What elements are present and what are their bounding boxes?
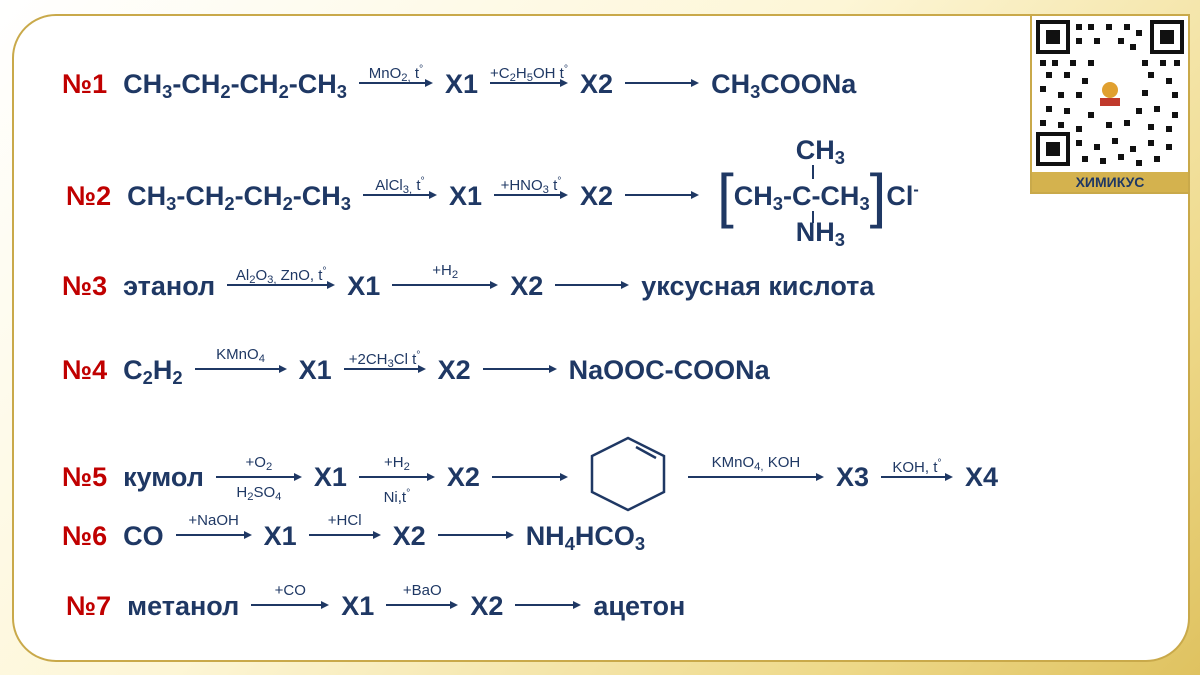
- reaction-arrow: [491, 454, 568, 502]
- reaction-arrow: +HCl: [308, 512, 381, 560]
- reaction-arrow: +BaO: [386, 582, 459, 630]
- condition: +2CH3Cl t°: [348, 349, 421, 371]
- intermediate-x1: X1: [298, 354, 332, 385]
- reactant: кумол: [123, 462, 204, 492]
- condition: MnO2, t°: [368, 63, 424, 85]
- reaction-row-5: №5 кумол +O2 H2SO4 X1 +H2 Ni,t° X2 KMnO4…: [62, 434, 998, 521]
- bracket-left: [: [717, 162, 734, 229]
- condition: +H2: [383, 453, 410, 473]
- methyl-group: CH3: [795, 134, 845, 168]
- reaction-arrow: +O2 H2SO4: [215, 453, 302, 503]
- condition: Al2O3, ZnO, t°: [235, 265, 327, 287]
- condition-below: Ni,t°: [383, 486, 411, 506]
- reaction-arrow: AlCl3, t°: [363, 172, 437, 220]
- reaction-row-2: №2 CH3-CH2-CH2-CH3 AlCl3, t° X1 +HNO3 t°…: [66, 135, 919, 249]
- intermediate-x1: X1: [347, 270, 381, 301]
- reactant: C2H2: [123, 354, 183, 388]
- reaction-row-4: №4 C2H2 KMnO4 X1 +2CH3Cl t° X2 NaOOC-COO…: [62, 346, 770, 394]
- reaction-arrow: Al2O3, ZnO, t°: [227, 262, 336, 310]
- bracket-right: ]: [869, 162, 887, 229]
- product: CH3COONa: [711, 68, 857, 102]
- product: уксусная кислота: [641, 270, 875, 301]
- intermediate-x2: X2: [510, 270, 544, 301]
- intermediate-x1: X1: [449, 180, 483, 211]
- reaction-arrow: +NaOH: [175, 512, 252, 560]
- condition: +BaO: [402, 582, 442, 599]
- intermediate-x1: X1: [341, 590, 375, 621]
- intermediate-x3: X3: [835, 462, 869, 492]
- condition: +HNO3 t°: [500, 175, 562, 197]
- row-number: №3: [62, 270, 108, 301]
- condition: +NaOH: [188, 512, 239, 529]
- reactant: метанол: [127, 590, 240, 621]
- reactant: CO: [123, 520, 164, 551]
- brand-label: ХИМИКУС: [1032, 172, 1188, 192]
- reaction-arrow: [625, 60, 700, 108]
- reactant: этанол: [123, 270, 216, 301]
- reaction-arrow: +H2 Ni,t°: [358, 453, 435, 506]
- reactant: CH3-CH2-CH2-CH3: [123, 68, 347, 102]
- product-ammonium-salt: [ CH3 CH3-C-CH3 NH3 ] Cl-: [717, 135, 919, 249]
- condition-below: H2SO4: [236, 483, 282, 503]
- amino-group: NH3: [795, 216, 845, 250]
- reaction-row-6: №6 CO +NaOH X1 +HCl X2 NH4HCO3: [62, 512, 645, 560]
- qr-code-icon: [1036, 20, 1184, 166]
- slide-card: [12, 14, 1190, 662]
- condition: KMnO4, KOH: [711, 453, 801, 473]
- condition: AlCl3, t°: [375, 175, 425, 197]
- reaction-arrow: [437, 512, 514, 560]
- product: ацетон: [593, 590, 686, 621]
- condition: KMnO4: [216, 346, 265, 366]
- qr-code[interactable]: ХИМИКУС: [1030, 14, 1190, 194]
- row-number: №2: [66, 180, 112, 211]
- intermediate-x2: X2: [392, 520, 426, 551]
- row-number: №1: [62, 68, 108, 99]
- reaction-arrow: KOH, t°: [880, 454, 953, 502]
- cyclohexene-structure: [586, 434, 670, 521]
- reaction-arrow: +HNO3 t°: [494, 172, 569, 220]
- condition: +O2: [245, 453, 273, 473]
- reaction-row-7: №7 метанол +CO X1 +BaO X2 ацетон: [66, 582, 685, 630]
- reactant: CH3-CH2-CH2-CH3: [127, 180, 351, 214]
- row-number: №4: [62, 354, 108, 385]
- condition: KOH, t°: [892, 456, 942, 476]
- main-chain: CH3-C-CH3: [733, 180, 870, 214]
- intermediate-x2: X2: [580, 180, 614, 211]
- intermediate-x2: X2: [580, 68, 614, 99]
- intermediate-x2: X2: [446, 462, 480, 492]
- reaction-arrow: +H2: [392, 262, 499, 310]
- condition: +H2: [432, 262, 459, 282]
- reaction-arrow: [482, 346, 557, 394]
- row-number: №7: [66, 590, 112, 621]
- row-number: №5: [62, 462, 108, 492]
- intermediate-x1: X1: [313, 462, 347, 492]
- reaction-arrow: KMnO4, KOH: [687, 453, 824, 502]
- row-number: №6: [62, 520, 108, 551]
- reaction-arrow: [625, 172, 700, 220]
- reaction-arrow: +2CH3Cl t°: [343, 346, 426, 394]
- reaction-arrow: KMnO4: [194, 346, 287, 394]
- intermediate-x1: X1: [445, 68, 479, 99]
- product-x4: X4: [964, 462, 999, 492]
- condition: +HCl: [327, 512, 362, 529]
- chloride-ion: Cl-: [886, 180, 919, 211]
- product: NH4HCO3: [525, 520, 646, 554]
- condition: +CO: [274, 582, 306, 599]
- reaction-arrow: +C2H5OH t°: [490, 60, 568, 108]
- condition: +C2H5OH t°: [490, 63, 569, 85]
- reaction-arrow: [555, 262, 630, 310]
- reaction-row-3: №3 этанол Al2O3, ZnO, t° X1 +H2 X2 уксус…: [62, 262, 874, 310]
- reaction-arrow: [515, 582, 582, 630]
- intermediate-x1: X1: [263, 520, 297, 551]
- reaction-row-1: №1 CH3-CH2-CH2-CH3 MnO2, t° X1 +C2H5OH t…: [62, 60, 856, 108]
- product: NaOOC-COONa: [568, 354, 770, 385]
- intermediate-x2: X2: [437, 354, 471, 385]
- reaction-arrow: MnO2, t°: [359, 60, 433, 108]
- intermediate-x2: X2: [470, 590, 504, 621]
- reaction-arrow: +CO: [251, 582, 330, 630]
